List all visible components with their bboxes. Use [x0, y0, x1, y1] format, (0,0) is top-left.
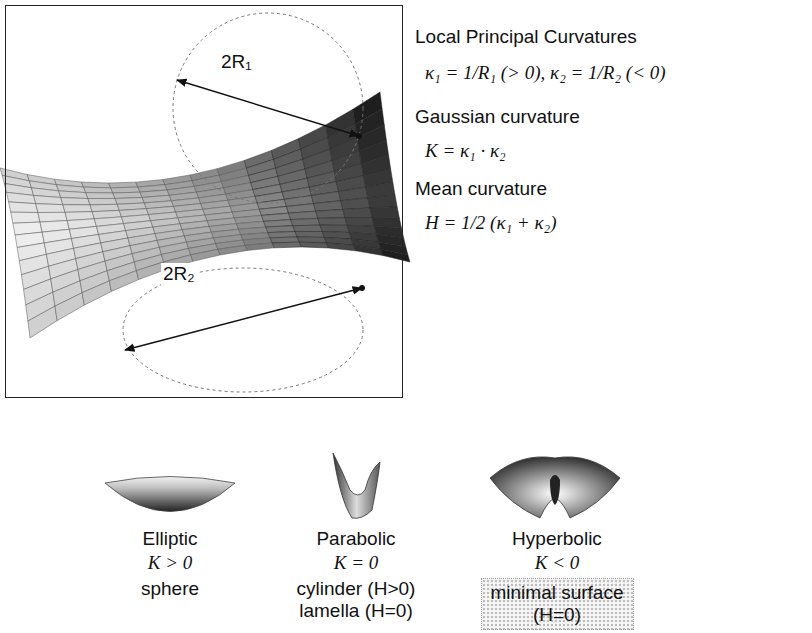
mesh-cell: [9, 202, 38, 213]
surface-name: Hyperbolic: [512, 528, 602, 550]
mesh-cell: [88, 199, 117, 205]
parabolic-surface: [333, 453, 380, 518]
mesh-cell: [11, 212, 40, 223]
node-text: 2R₁: [219, 51, 254, 73]
mesh-cell: [341, 198, 370, 210]
mesh-cell: [82, 281, 111, 305]
formula: H = 1/2 (κ₁ + κ₂): [425, 212, 557, 234]
surface-name: Elliptic: [143, 528, 198, 550]
example: lamella (H=0): [299, 600, 413, 622]
formula: K = 0: [334, 552, 379, 574]
diameter-line: [177, 80, 359, 136]
figure-frame: 2R₁ 2R₂: [5, 5, 403, 398]
heading: Local Principal Curvatures: [415, 26, 637, 48]
mesh-cell: [354, 245, 383, 255]
dot: [359, 285, 365, 291]
mesh-cell: [86, 193, 115, 199]
node-text: 2R₂: [161, 263, 197, 285]
mesh-cell: [370, 207, 399, 218]
elliptic-surface: [105, 477, 235, 512]
example: sphere: [141, 578, 199, 600]
mesh-cell: [55, 293, 84, 321]
mesh-cell: [28, 306, 57, 338]
mesh-cell: [63, 205, 92, 213]
mesh-cell: [326, 243, 355, 251]
formula: K < 0: [535, 552, 580, 574]
example: cylinder (H>0): [297, 578, 416, 600]
mesh-cell: [293, 225, 322, 231]
mesh-cell: [272, 242, 301, 248]
dot: [356, 133, 362, 139]
node-text: minimal surface (H=0): [490, 582, 625, 626]
surface-name: Parabolic: [316, 528, 395, 550]
saddle-slit: [550, 475, 560, 505]
mesh-cell: [61, 198, 90, 205]
mesh-cell: [345, 217, 374, 226]
mesh-cell: [218, 245, 247, 255]
formula: K = κ₁ · κ₂: [425, 140, 506, 162]
heading: Gaussian curvature: [415, 106, 580, 128]
mesh-cell: [109, 271, 138, 292]
mesh-cell: [299, 242, 328, 248]
curvature-circle: [173, 13, 363, 203]
mesh-cell: [295, 231, 324, 237]
heading: Mean curvature: [415, 178, 547, 200]
highlight-box: minimal surface (H=0): [481, 578, 634, 630]
mesh-cell: [36, 204, 65, 213]
mesh-cell: [318, 218, 347, 226]
curvature-circle: [123, 268, 363, 392]
formula: K > 0: [148, 552, 193, 574]
mesh-cell: [316, 209, 345, 218]
mesh-cell: [245, 243, 274, 251]
mesh-cell: [34, 195, 63, 204]
formula: κ₁ = 1/R₁ (> 0), κ₂ = 1/R₂ (< 0): [425, 62, 666, 84]
mesh-cell: [381, 249, 410, 262]
mesh-cell: [191, 249, 220, 261]
mesh-cell: [84, 187, 113, 193]
mesh-cell: [291, 218, 320, 225]
diameter-line: [125, 288, 362, 350]
hyperbolic-surface: [490, 457, 620, 518]
mesh-cell: [368, 195, 397, 208]
mesh-cell: [343, 208, 372, 218]
